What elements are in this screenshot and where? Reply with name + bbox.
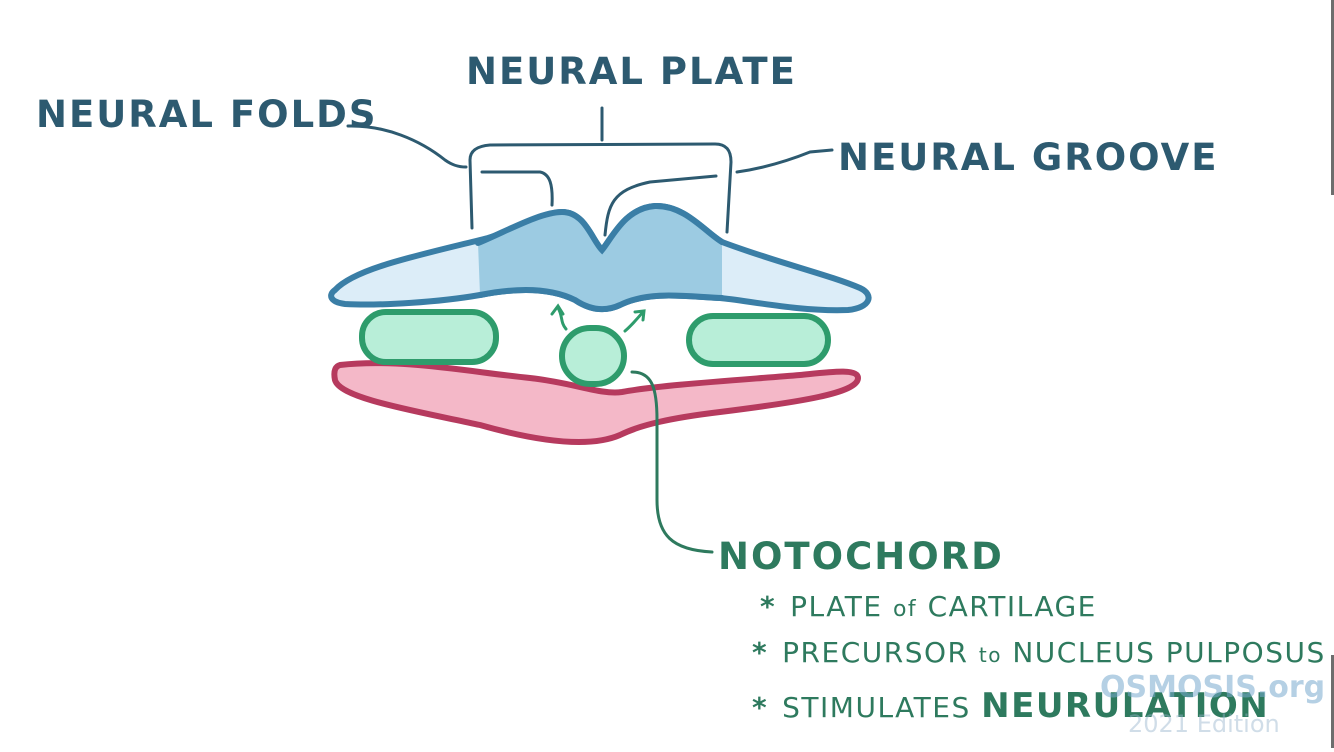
bullet-star: * [752, 636, 769, 669]
note-item: * Plate of Cartilage [760, 590, 1097, 623]
bullet-star: * [752, 691, 769, 724]
neural-fold-bracket [480, 170, 718, 237]
notochord-leader [630, 370, 714, 554]
bullet-star: * [760, 590, 777, 623]
notochord-label: Notochord [718, 535, 1004, 578]
note-text: Plate [790, 590, 893, 623]
endoderm-layer [331, 360, 861, 446]
neural-folds-label: Neural Folds [36, 93, 378, 136]
left-somite [359, 309, 499, 365]
note-text-end: Cartilage [917, 590, 1097, 623]
note-text: Stimulates [782, 691, 982, 724]
neural-plate-shape [478, 205, 722, 310]
note-connector: to [978, 643, 1002, 667]
edition-watermark: 2021 Edition [1128, 710, 1280, 738]
signal-arrows [550, 303, 646, 333]
edge-bar-top [1331, 0, 1334, 195]
osmosis-watermark: OSMOSIS.org [1100, 670, 1326, 705]
neural-folds-leader [346, 124, 468, 169]
neural-plate-bracket [468, 106, 733, 234]
note-connector: of [892, 597, 918, 622]
note-text-end: Nucleus Pulposus [1001, 636, 1326, 669]
note-text: Precursor [782, 636, 979, 669]
right-somite [686, 313, 831, 367]
neural-plate-label: Neural Plate [466, 50, 797, 93]
neural-groove-leader [735, 148, 834, 174]
note-item: * Precursor to Nucleus Pulposus [752, 636, 1326, 669]
neural-groove-label: Neural Groove [838, 136, 1219, 179]
notochord-shape [559, 325, 627, 387]
note-text-end: Neurulation [981, 686, 1270, 726]
note-item: * Stimulates Neurulation [752, 686, 1269, 726]
edge-bar-bottom [1331, 655, 1334, 748]
